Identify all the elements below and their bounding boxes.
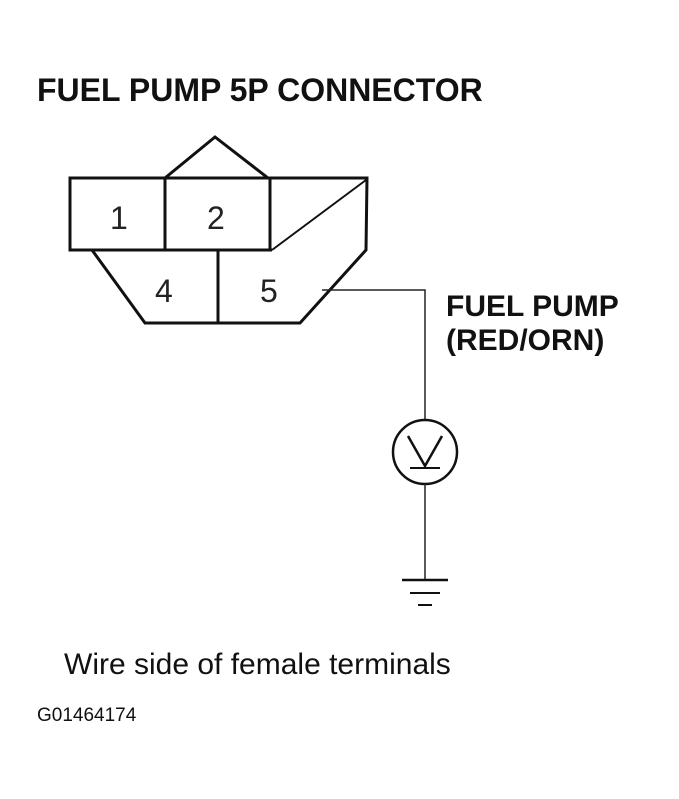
diagram-caption: Wire side of female terminals	[64, 648, 451, 681]
connector-lock-tab	[164, 135, 269, 180]
wire-label-color: (RED/ORN)	[446, 324, 605, 357]
pin-5-label: 5	[260, 273, 278, 309]
voltmeter-v-glyph	[406, 435, 444, 469]
connector-outline	[68, 176, 369, 325]
figure-id: G01464174	[37, 705, 137, 726]
empty-cavity-diagonal	[271, 179, 367, 251]
wire-label-name: FUEL PUMP	[446, 290, 619, 323]
diagram-title: FUEL PUMP 5P CONNECTOR	[37, 72, 483, 108]
ground-icon	[402, 578, 448, 606]
pin-5-wire	[322, 289, 426, 420]
pin-4-label: 4	[155, 273, 173, 309]
pin-1-label: 1	[110, 200, 128, 236]
pin-2-label: 2	[207, 200, 225, 236]
voltmeter-icon	[391, 418, 459, 486]
wire-label: FUEL PUMP (RED/ORN)	[446, 290, 619, 358]
